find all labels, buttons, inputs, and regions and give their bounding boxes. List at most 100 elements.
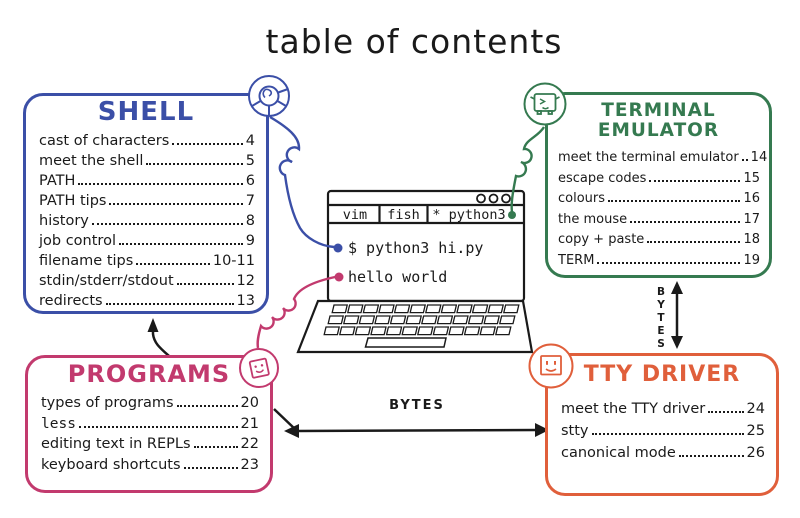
section-terminal-emulator: TERMINAL EMULATOR meet the terminal emul…: [545, 92, 772, 278]
dot-leader: [146, 163, 243, 166]
shell-connector-line: [269, 115, 335, 249]
toc-entry-page: 14: [750, 150, 768, 166]
toc-entry-label: meet the terminal emulator: [558, 150, 739, 166]
bytes-label-horizontal: BYTES: [389, 398, 445, 413]
toc-entry-label: colours: [558, 191, 606, 207]
toc-entry-label: redirects: [39, 293, 103, 310]
dot-leader: [608, 200, 741, 203]
toc-entry-label: keyboard shortcuts: [41, 456, 181, 473]
toc-entry: job control 9: [39, 229, 255, 249]
dot-leader: [176, 405, 238, 408]
window-controls-icon: [476, 193, 511, 204]
shell-title: SHELL: [97, 97, 195, 127]
programs-title: PROGRAMS: [67, 360, 231, 388]
toc-entry-label: stty: [561, 422, 589, 439]
toc-entry-page: 7: [245, 193, 255, 210]
toc-entry: editing text in REPLs 22: [41, 432, 259, 453]
dot-leader: [193, 446, 238, 449]
dot-leader: [118, 243, 243, 246]
toc-entry-label: history: [39, 213, 89, 230]
dot-leader: [176, 283, 234, 286]
page-title: table of contents: [265, 22, 563, 61]
programs-connector-line: [256, 275, 336, 349]
laptop-illustration: [296, 189, 534, 354]
toc-entry-page: 21: [240, 415, 259, 432]
toc-entry: PATH 6: [39, 169, 255, 189]
tty-driver-title: TTY DRIVER: [583, 362, 741, 387]
toc-entry-page: 6: [245, 173, 255, 190]
toc-entry-page: 10-11: [212, 253, 255, 270]
dot-leader: [172, 143, 243, 146]
dot-leader: [649, 179, 741, 182]
toc-entry-label: the mouse: [558, 211, 628, 227]
toc-entry-page: 9: [245, 233, 255, 250]
toc-entry-page: 13: [236, 293, 255, 310]
toc-entry-page: 12: [236, 273, 255, 290]
toc-entry-label: editing text in REPLs: [41, 436, 191, 453]
toc-entry-label: TERM: [558, 252, 595, 268]
toc-entry-label: stdin/stderr/stdout: [39, 273, 174, 290]
dot-leader: [183, 466, 238, 469]
toc-entry-label: PATH: [39, 173, 76, 190]
toc-entry-page: 24: [746, 400, 765, 417]
terminal-emulator-title: TERMINAL EMULATOR: [597, 100, 720, 141]
terminal-output-line: hello world: [348, 268, 448, 286]
laptop-keys: [323, 303, 520, 348]
toc-entry-page: 19: [743, 252, 760, 268]
toc-entry: canonical mode 26: [561, 439, 765, 461]
toc-entry-page: 5: [245, 153, 255, 170]
toc-entry-label: types of programs: [41, 395, 174, 412]
section-programs: PROGRAMS types of programs 20 less 21 edit…: [25, 355, 273, 493]
toc-entry-page: 16: [743, 191, 760, 207]
dot-leader: [78, 425, 238, 428]
toc-entry-label: PATH tips: [39, 193, 107, 210]
dot-leader: [105, 303, 234, 306]
dot-leader: [647, 241, 741, 244]
toc-entry-label: cast of characters: [39, 133, 170, 150]
tab-marker-dot: [508, 211, 516, 219]
toc-entry-label: meet the shell: [39, 153, 144, 170]
dot-leader: [591, 432, 744, 435]
dot-leader: [136, 263, 210, 266]
toc-entry-page: 15: [743, 170, 760, 186]
arrow-bytes-vertical: [671, 281, 683, 349]
toc-entry: TERM 19: [558, 247, 760, 268]
toc-entry-page: 17: [743, 211, 760, 227]
terminal-emulator-connector-line: [510, 126, 546, 213]
toc-entry-page: 26: [746, 444, 765, 461]
dot-leader: [678, 454, 744, 457]
toc-entry: the mouse 17: [558, 206, 760, 227]
arrow-bytes-horizontal: [273, 408, 549, 438]
tty-driver-face-icon: [527, 342, 575, 394]
toc-entry: history 8: [39, 209, 255, 229]
toc-entry-label: copy + paste: [558, 232, 645, 248]
terminal-prompt-line: $ python3 hi.py: [348, 239, 484, 257]
programs-smiley-icon: [238, 347, 280, 393]
toc-entry: PATH tips 7: [39, 189, 255, 209]
toc-entry-page: 20: [240, 395, 259, 412]
prompt-line-marker-dot: [333, 243, 343, 253]
toc-entry-label: meet the TTY driver: [561, 400, 706, 417]
dot-leader: [630, 220, 741, 223]
output-line-marker-dot: [334, 272, 344, 282]
tab-fish: fish: [387, 207, 420, 223]
bytes-label-vertical: BYTES: [655, 286, 667, 351]
dot-leader: [741, 159, 748, 162]
dot-leader: [109, 203, 243, 206]
toc-entry-page: 22: [240, 436, 259, 453]
tab-vim: vim: [342, 207, 368, 223]
toc-entry: less 21: [41, 411, 259, 432]
toc-entry-label: job control: [39, 233, 116, 250]
toc-entry-label: less: [41, 415, 76, 432]
toc-entry-page: 8: [245, 213, 255, 230]
toc-entry-label: canonical mode: [561, 444, 676, 461]
toc-entry: redirects 13: [39, 289, 255, 309]
